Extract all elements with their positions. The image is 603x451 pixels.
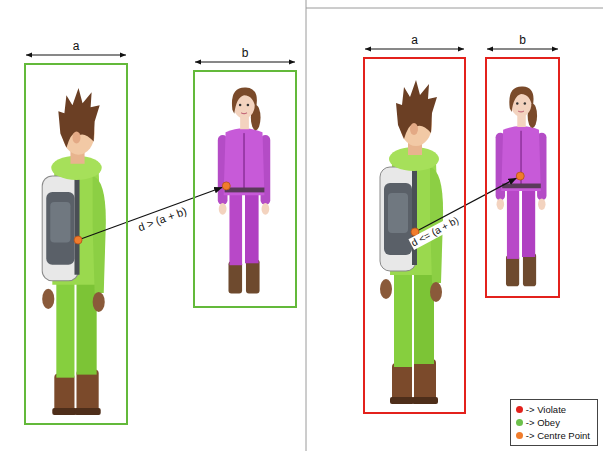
width-label: b xyxy=(517,33,528,47)
legend-text: -> Centre Point xyxy=(526,430,590,441)
legend-row: -> Violate xyxy=(516,403,590,416)
width-dimension xyxy=(487,49,558,50)
width-dimension xyxy=(365,49,464,50)
panel-divider xyxy=(306,0,307,451)
centre-point xyxy=(516,172,524,180)
distance-label: d > (a + b) xyxy=(135,205,189,235)
panel-border xyxy=(306,8,603,9)
girl-figure xyxy=(218,87,270,293)
legend-text: -> Violate xyxy=(526,404,566,415)
centre-point xyxy=(411,228,419,236)
width-dimension xyxy=(26,55,126,56)
distance-label: d <= (a + b) xyxy=(409,214,462,249)
centre-point xyxy=(222,182,230,190)
girl-figure xyxy=(496,86,547,286)
width-label: b xyxy=(240,46,251,60)
width-label: a xyxy=(71,39,82,53)
bounding-box: b xyxy=(193,70,297,308)
width-label: a xyxy=(409,33,420,47)
bounding-box: a xyxy=(363,57,466,414)
boy-figure xyxy=(380,80,443,404)
distance-arrow xyxy=(78,187,222,240)
legend-swatch xyxy=(516,432,523,439)
legend-text: -> Obey xyxy=(526,417,560,428)
centre-point xyxy=(74,236,82,244)
bounding-box: a xyxy=(24,63,128,425)
legend-row: -> Obey xyxy=(516,416,590,429)
legend: -> Violate -> Obey -> Centre Point xyxy=(510,399,598,446)
legend-swatch xyxy=(516,419,523,426)
boy-figure xyxy=(42,88,106,415)
width-dimension xyxy=(195,62,295,63)
bounding-box: b xyxy=(485,57,560,298)
legend-row: -> Centre Point xyxy=(516,429,590,442)
legend-swatch xyxy=(516,406,523,413)
